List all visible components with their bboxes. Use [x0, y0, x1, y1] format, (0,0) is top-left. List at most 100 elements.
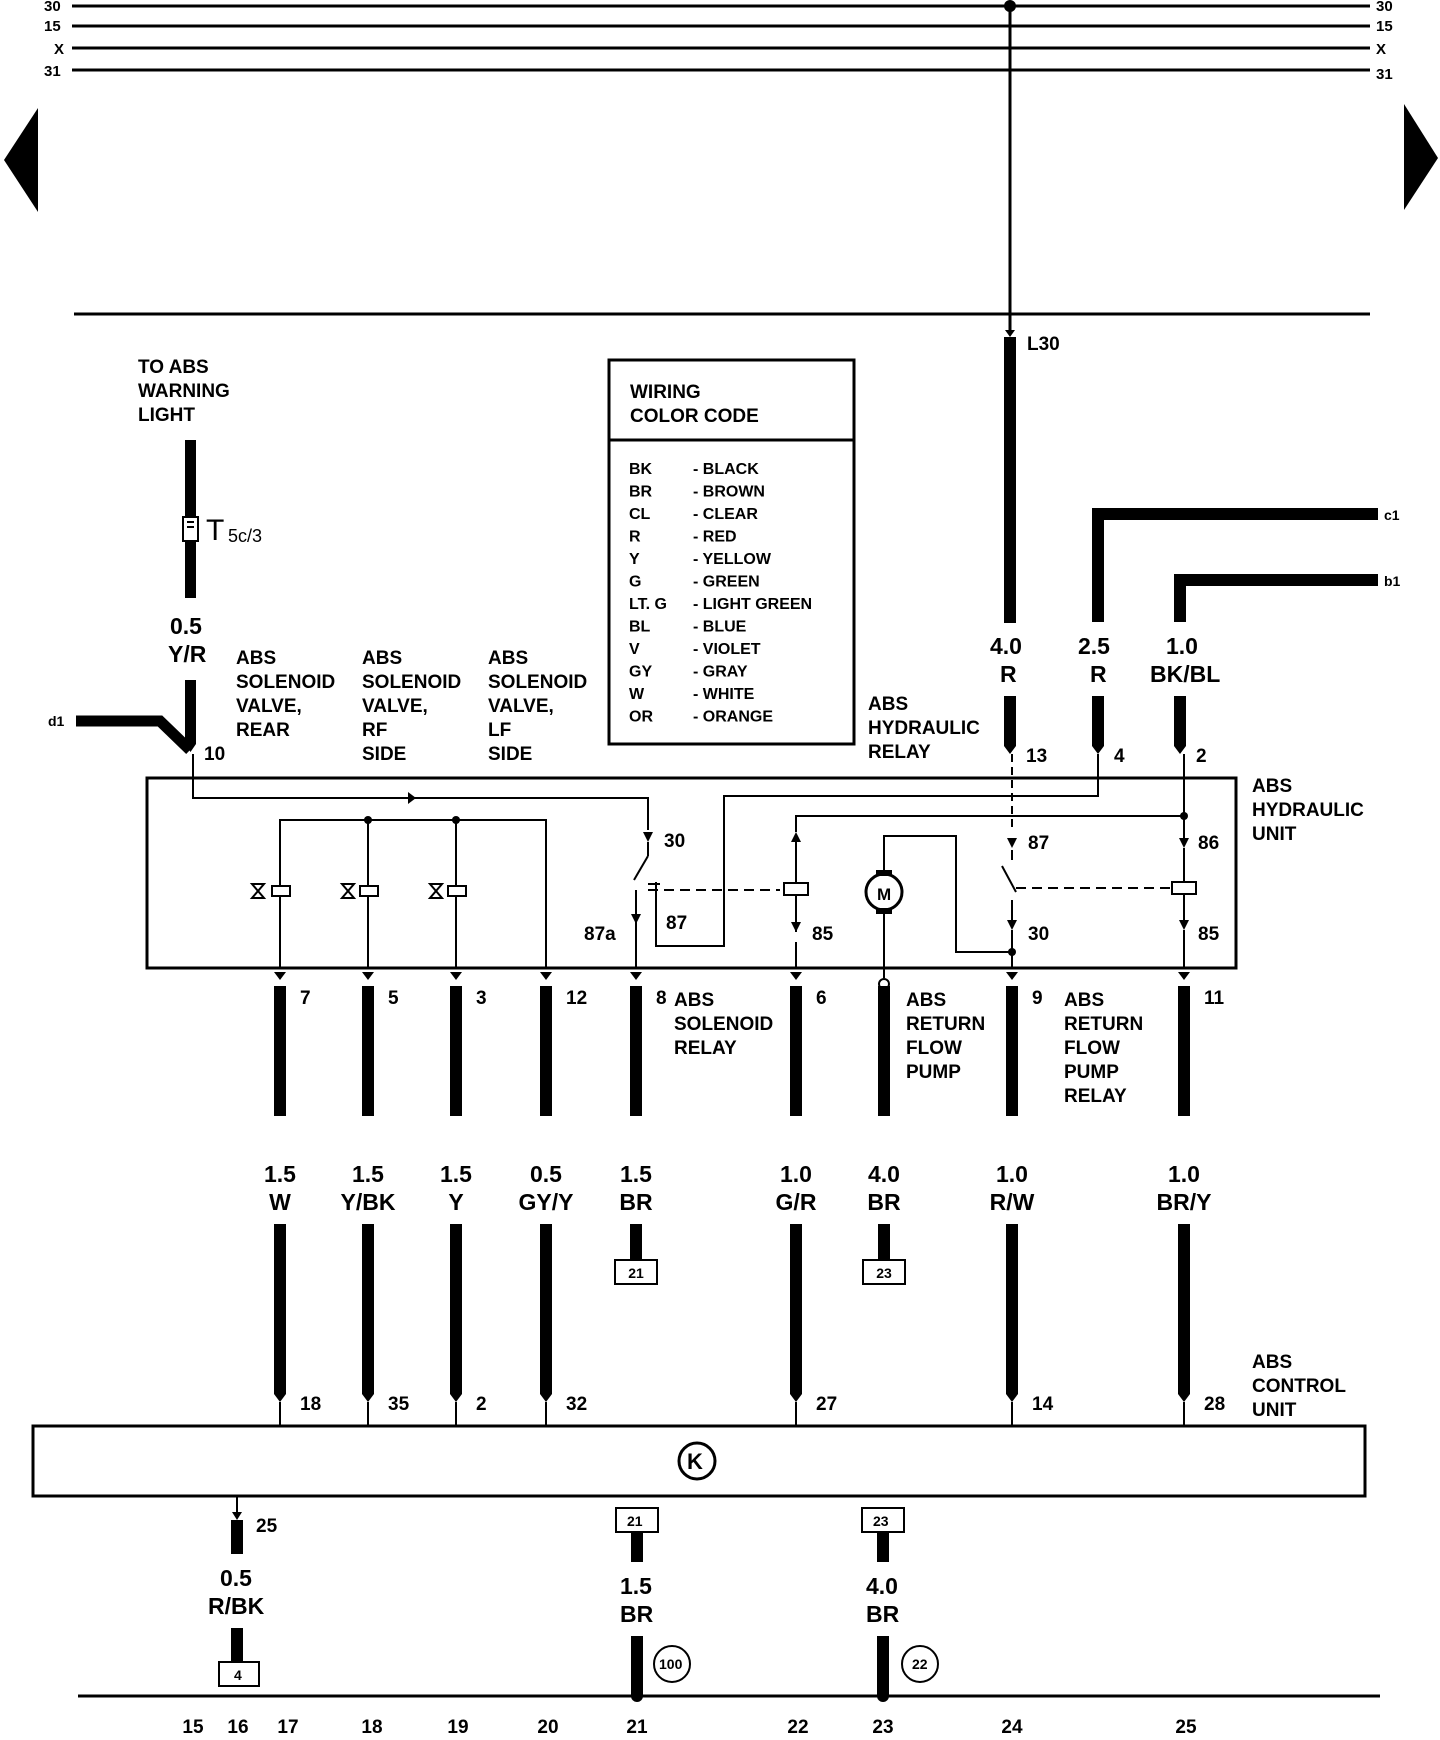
rail-x-left: X	[54, 41, 64, 58]
unit-pin-8: 11	[1204, 988, 1225, 1009]
solenoid-rf-label: ABS SOLENOID VALVE, RF SIDE	[362, 648, 461, 765]
top-wire-1-pin: 13	[1026, 746, 1047, 767]
solenoid-valve-lf-icon	[427, 883, 467, 899]
l30-feed: L30	[1004, 0, 1060, 623]
svg-text:ABS: ABS	[488, 648, 528, 669]
svg-text:SOLENOID: SOLENOID	[674, 1014, 773, 1035]
wire-size-3: 0.5	[530, 1161, 562, 1187]
svg-text:ABS: ABS	[362, 648, 402, 669]
top-right-wires: c1 b1 4.0 R 2.5 R 1.0 BK/BL 13 4 2	[990, 507, 1401, 767]
wire-color-0: W	[269, 1189, 291, 1215]
wire-size-7: 1.0	[996, 1161, 1028, 1187]
ref-23-color: BR	[866, 1601, 900, 1627]
cu-pin-2: 2	[476, 1394, 487, 1415]
warning-light-title-2: WARNING	[138, 381, 230, 402]
svg-text:RELAY: RELAY	[1064, 1086, 1127, 1107]
previous-page-arrow-icon[interactable]	[4, 108, 38, 212]
solenoid-valve-rear-icon	[249, 883, 291, 899]
warning-light-branch: TO ABS WARNING LIGHT T 5c/3 0.5 Y/R 10	[138, 357, 262, 765]
grid-number-22: 22	[787, 1717, 808, 1738]
solenoid-valve-rf-icon	[339, 883, 379, 899]
cu-pin-8: 28	[1204, 1394, 1225, 1415]
legend-name-5: - GREEN	[693, 574, 760, 591]
solenoid-relay-pin-87: 87	[666, 913, 687, 934]
rail-30-right: 30	[1376, 0, 1393, 15]
svg-text:VALVE,: VALVE,	[362, 696, 428, 717]
control-unit-label: ABS CONTROL UNIT	[1252, 1352, 1346, 1421]
ref-21-top: 21	[627, 1513, 643, 1529]
top-wire-3-pin: 2	[1196, 746, 1207, 767]
warning-wire-size: 0.5	[170, 613, 202, 639]
top-wire-2-pin: 4	[1114, 746, 1125, 767]
next-page-arrow-icon[interactable]	[1404, 104, 1438, 210]
pin-25-color: R/BK	[208, 1593, 265, 1619]
svg-text:SOLENOID: SOLENOID	[362, 672, 461, 693]
legend-code-8: V	[629, 641, 640, 658]
top-wire-1-size: 4.0	[990, 633, 1022, 659]
svg-text:VALVE,: VALVE,	[488, 696, 554, 717]
cu-pin-7: 14	[1032, 1394, 1054, 1415]
legend-name-4: - YELLOW	[693, 551, 772, 568]
cu-pin-5: 27	[816, 1394, 837, 1415]
legend-code-1: BR	[629, 484, 653, 501]
wire-size-6: 4.0	[868, 1161, 900, 1187]
grid-number-20: 20	[537, 1717, 558, 1738]
rail-31-right: 31	[1376, 66, 1393, 83]
connector-t-label: T	[206, 514, 224, 547]
svg-text:ABS: ABS	[236, 648, 276, 669]
legend-code-0: BK	[629, 461, 653, 478]
top-wire-1-color: R	[1000, 661, 1017, 687]
bottom-wire-3: 120.5GY/Y32	[519, 972, 587, 1426]
wire-color-8: BR/Y	[1157, 1189, 1212, 1215]
grid-number-18: 18	[361, 1717, 382, 1738]
wire-color-3: GY/Y	[519, 1189, 574, 1215]
unit-pin-0: 7	[300, 988, 311, 1009]
svg-text:FLOW: FLOW	[906, 1038, 962, 1059]
b1-label: b1	[1384, 573, 1401, 589]
hydraulic-relay-switch	[1001, 754, 1170, 968]
unit-pin-7: 9	[1032, 988, 1043, 1009]
legend-code-2: CL	[629, 506, 651, 523]
wire-ref-6: 23	[876, 1265, 892, 1281]
svg-text:PUMP: PUMP	[906, 1062, 961, 1083]
legend-code-7: BL	[629, 619, 651, 636]
pump-motor-icon: M	[864, 870, 904, 914]
connector-t-sub: 5c/3	[228, 526, 262, 546]
legend-title-1: WIRING	[630, 382, 701, 403]
bottom-wire-8: 111.0BR/Y28	[1157, 972, 1225, 1426]
ground-22: 22	[912, 1656, 928, 1672]
svg-text:ABS: ABS	[906, 990, 946, 1011]
ref-23-top: 23	[873, 1513, 889, 1529]
ref-23-size: 4.0	[866, 1573, 898, 1599]
hydraulic-unit-box: 30 87a 87 85 M	[145, 754, 1238, 978]
bottom-wire-5: 61.0G/R27	[776, 972, 837, 1426]
svg-text:ABS: ABS	[1252, 1352, 1292, 1373]
legend-code-5: G	[629, 574, 641, 591]
solenoid-coil-pin-85: 85	[812, 924, 834, 945]
svg-text:SIDE: SIDE	[488, 744, 532, 765]
legend-name-6: - LIGHT GREEN	[693, 596, 812, 613]
unit-pin-5: 6	[816, 988, 827, 1009]
legend-code-10: W	[629, 686, 645, 703]
svg-text:RETURN: RETURN	[1064, 1014, 1143, 1035]
svg-text:RF: RF	[362, 720, 387, 741]
hydraulic-relay-pin-85: 85	[1198, 924, 1220, 945]
legend-code-9: GY	[629, 664, 652, 681]
grid-number-23: 23	[872, 1717, 893, 1738]
legend-code-6: LT. G	[629, 596, 667, 613]
wire-ref-4: 21	[628, 1265, 644, 1281]
wire-color-5: G/R	[776, 1189, 817, 1215]
warning-pin: 10	[204, 744, 225, 765]
grid-number-24: 24	[1001, 1717, 1023, 1738]
grid-number-19: 19	[447, 1717, 468, 1738]
svg-text:SIDE: SIDE	[362, 744, 406, 765]
grid-number-16: 16	[227, 1717, 248, 1738]
ref-21-size: 1.5	[620, 1573, 652, 1599]
grid-number-15: 15	[182, 1717, 204, 1738]
wire-size-0: 1.5	[264, 1161, 296, 1187]
